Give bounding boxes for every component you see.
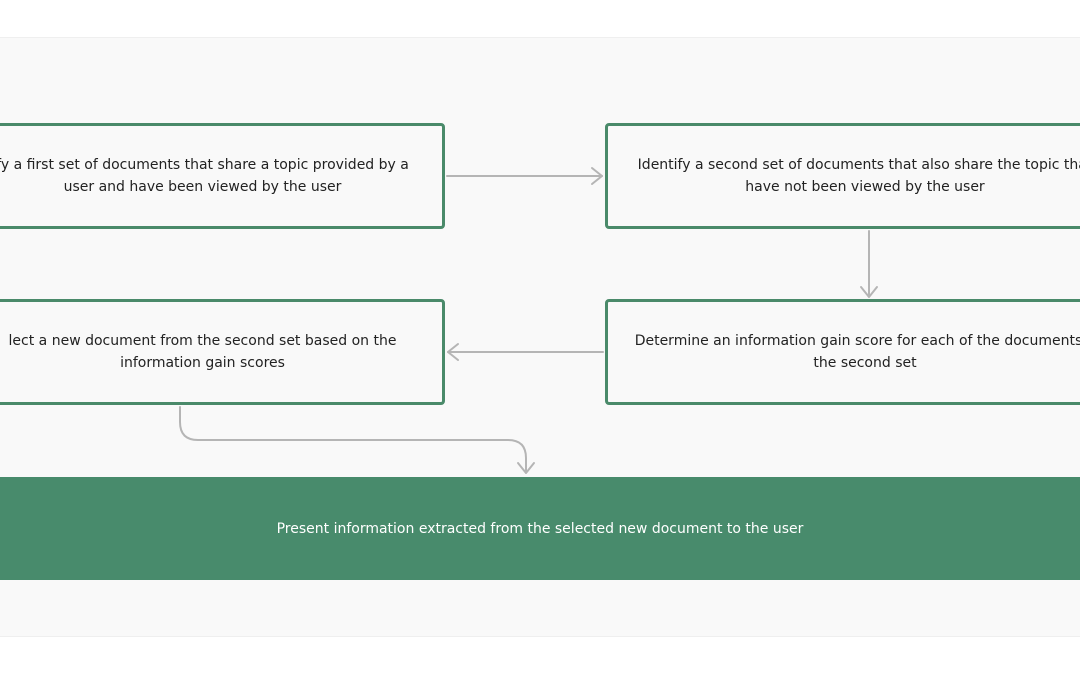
step-text-line: have not been viewed by the user <box>638 176 1080 198</box>
step-present-information: Present information extracted from the s… <box>0 477 1080 580</box>
step-text-line: lect a new document from the second set … <box>9 330 397 352</box>
step-text-line: Identify a second set of documents that … <box>638 154 1080 176</box>
step-text-line: fy a first set of documents that share a… <box>0 154 409 176</box>
step-text-line: user and have been viewed by the user <box>0 176 409 198</box>
step-text-line: Determine an information gain score for … <box>635 330 1080 352</box>
step-text-line: information gain scores <box>9 352 397 374</box>
step-select-new-document: lect a new document from the second set … <box>0 299 445 405</box>
step-identify-first-set: fy a first set of documents that share a… <box>0 123 445 229</box>
step-identify-second-set: Identify a second set of documents that … <box>605 123 1080 229</box>
step-determine-score: Determine an information gain score for … <box>605 299 1080 405</box>
final-step-text: Present information extracted from the s… <box>277 521 804 537</box>
step-text-line: the second set <box>635 352 1080 374</box>
